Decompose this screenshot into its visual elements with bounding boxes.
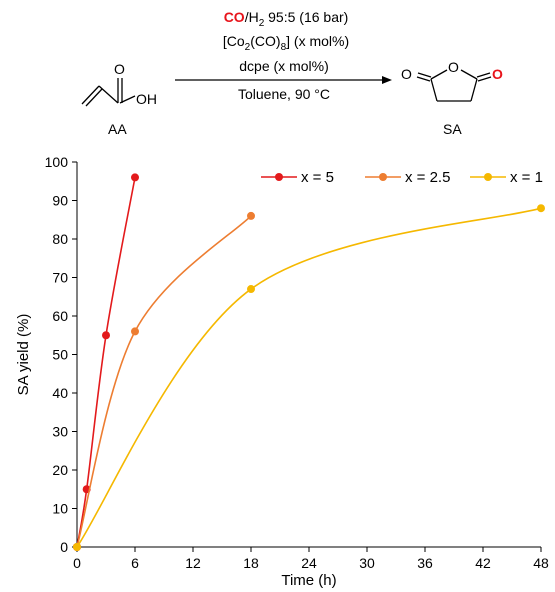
reaction-arrow [175, 76, 392, 84]
data-point [73, 543, 81, 551]
legend-swatch-marker [379, 173, 387, 181]
x-tick-label: 24 [301, 555, 317, 571]
y-tick-label: 40 [52, 385, 68, 401]
acrylic-acid-structure [81, 78, 136, 107]
product-atom-o-ring: O [448, 59, 459, 75]
condition-line-3: dcpe (x mol%) [239, 58, 328, 74]
chart-axes: 0 10 20 30 40 50 60 70 80 90 100 0 6 12 18 24 30 36 42 48 [45, 154, 549, 571]
x-axis-label: Time (h) [281, 572, 336, 589]
x-tick-label: 0 [73, 555, 81, 571]
y-axis-label: SA yield (%) [15, 314, 32, 396]
legend-label: x = 2.5 [405, 169, 450, 186]
x-tick-label: 36 [417, 555, 433, 571]
data-point [102, 331, 110, 340]
data-point [247, 285, 255, 294]
y-tick-label: 60 [52, 308, 68, 324]
data-point [131, 173, 139, 182]
y-tick-label: 80 [52, 231, 68, 247]
y-tick-label: 100 [45, 154, 69, 170]
data-point [247, 211, 255, 220]
succinic-anhydride-structure [416, 69, 492, 102]
product-label: SA [443, 121, 462, 137]
series-line-2 [76, 207, 542, 548]
y-tick-label: 10 [52, 501, 68, 517]
x-tick-label: 18 [243, 555, 259, 571]
chart-series [73, 173, 545, 551]
condition-line-4: Toluene, 90 °C [238, 86, 330, 102]
y-tick-label: 20 [52, 462, 68, 478]
reactant-label: AA [108, 121, 127, 137]
legend-label: x = 5 [301, 169, 334, 186]
x-tick-label: 48 [533, 555, 549, 571]
data-point [131, 327, 139, 336]
legend-swatch-marker [275, 173, 283, 181]
y-tick-label: 30 [52, 424, 68, 440]
x-tick-label: 30 [359, 555, 375, 571]
y-tick-label: 0 [60, 539, 68, 555]
reactant-atom-o: O [114, 61, 125, 77]
chart-legend: x = 5 x = 2.5 x = 1 [261, 169, 543, 186]
x-tick-label: 42 [475, 555, 491, 571]
series-line-0 [76, 177, 136, 548]
y-tick-label: 70 [52, 270, 68, 286]
data-point [537, 204, 545, 213]
x-tick-label: 6 [131, 555, 139, 571]
x-tick-label: 12 [185, 555, 201, 571]
reaction-scheme: O OH AA CO/H2 95:5 (16 bar) [Co2(CO)8] (… [81, 9, 503, 137]
product-atom-o-right: O [492, 66, 503, 82]
yield-chart: 0 10 20 30 40 50 60 70 80 90 100 0 6 12 18 24 30 36 42 48 x… [15, 154, 549, 589]
product-atom-o-left: O [401, 66, 412, 82]
y-tick-label: 90 [52, 193, 68, 209]
legend-swatch-marker [484, 173, 492, 181]
condition-line-2: [Co2(CO)8] (x mol%) [223, 33, 349, 53]
series-line-1 [76, 215, 252, 548]
y-tick-label: 50 [52, 347, 68, 363]
legend-label: x = 1 [510, 169, 543, 186]
reactant-atom-oh: OH [136, 91, 157, 107]
condition-line-1: CO/H2 95:5 (16 bar) [224, 9, 349, 29]
